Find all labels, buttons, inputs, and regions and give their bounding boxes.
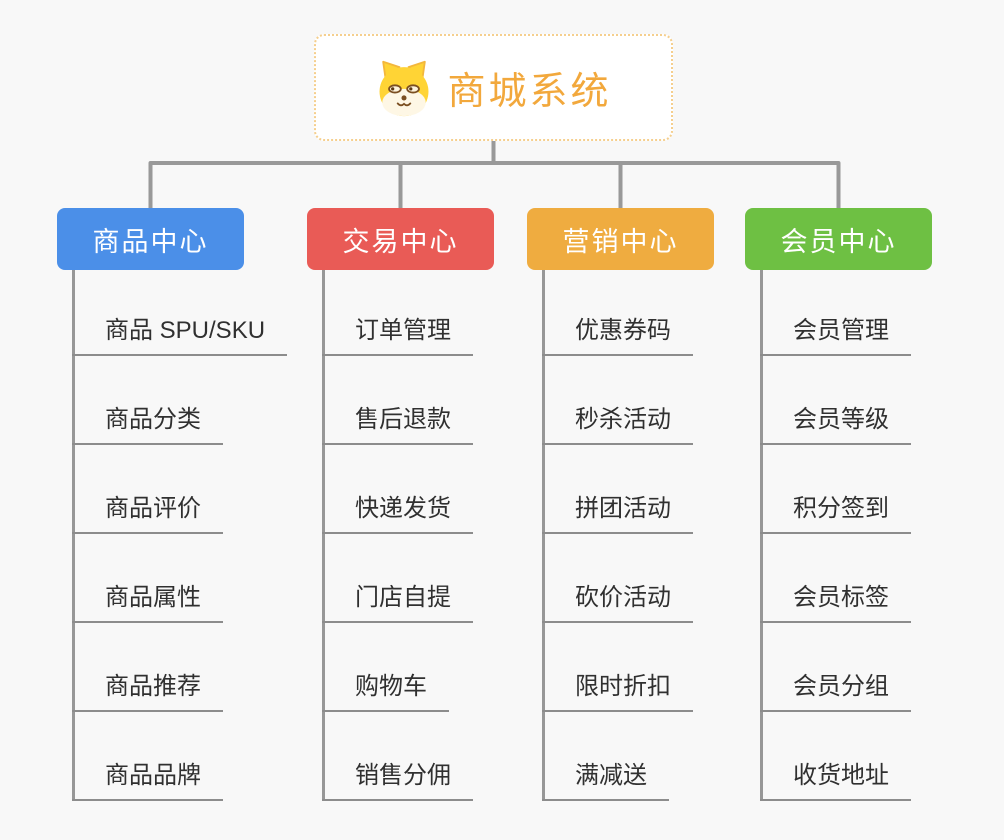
branch-node-marketing-center[interactable]: 营销中心 xyxy=(527,208,714,270)
leaf-node[interactable]: 收货地址 xyxy=(760,760,911,801)
branch-child-line xyxy=(542,270,545,801)
root-title: 商城系统 xyxy=(447,71,612,113)
leaf-node[interactable]: 商品分类 xyxy=(72,404,223,445)
leaf-node[interactable]: 商品推荐 xyxy=(72,671,223,712)
leaf-node[interactable]: 满减送 xyxy=(542,760,669,801)
leaf-node[interactable]: 商品属性 xyxy=(72,582,223,623)
leaf-node[interactable]: 优惠券码 xyxy=(542,315,693,356)
leaf-node[interactable]: 会员等级 xyxy=(760,404,911,445)
leaf-node[interactable]: 秒杀活动 xyxy=(542,404,693,445)
leaf-node[interactable]: 会员管理 xyxy=(760,315,911,356)
root-node-mall-system[interactable]: 商城系统 xyxy=(314,34,673,141)
leaf-node[interactable]: 快递发货 xyxy=(322,493,473,534)
leaf-node[interactable]: 会员标签 xyxy=(760,582,911,623)
leaf-node[interactable]: 销售分佣 xyxy=(322,760,473,801)
leaf-node[interactable]: 订单管理 xyxy=(322,315,473,356)
branch-node-product-center[interactable]: 商品中心 xyxy=(57,208,244,270)
doge-icon xyxy=(380,60,429,116)
branch-child-line xyxy=(72,270,75,801)
leaf-node[interactable]: 门店自提 xyxy=(322,582,473,623)
leaf-node[interactable]: 商品 SPU/SKU xyxy=(72,315,288,356)
leaf-node[interactable]: 砍价活动 xyxy=(542,582,693,623)
branch-child-line xyxy=(760,270,763,801)
leaf-node[interactable]: 购物车 xyxy=(322,671,449,712)
leaf-node[interactable]: 限时折扣 xyxy=(542,671,693,712)
leaf-node[interactable]: 积分签到 xyxy=(760,493,911,534)
branch-node-member-center[interactable]: 会员中心 xyxy=(745,208,932,270)
leaf-node[interactable]: 商品评价 xyxy=(72,493,223,534)
leaf-node[interactable]: 商品品牌 xyxy=(72,760,223,801)
branch-child-line xyxy=(322,270,325,801)
branch-node-trade-center[interactable]: 交易中心 xyxy=(307,208,494,270)
leaf-node[interactable]: 售后退款 xyxy=(322,404,473,445)
leaf-node[interactable]: 拼团活动 xyxy=(542,493,693,534)
leaf-node[interactable]: 会员分组 xyxy=(760,671,911,712)
